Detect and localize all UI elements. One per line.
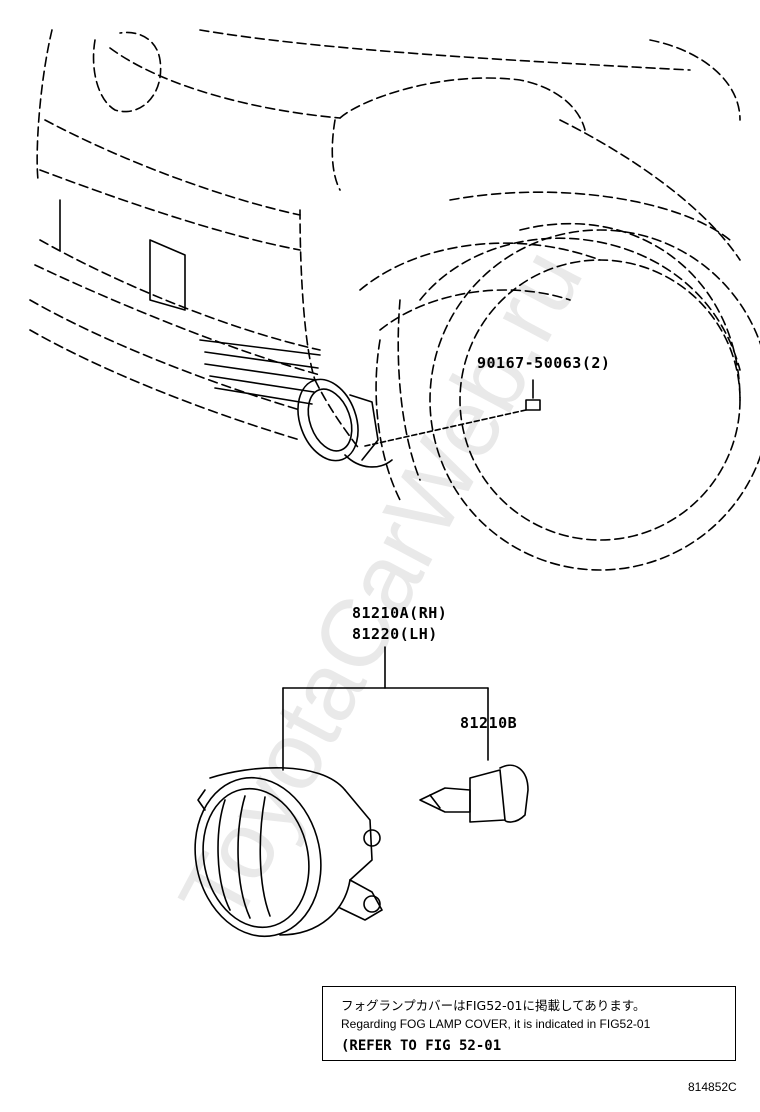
figure-id: 814852C — [688, 1080, 737, 1094]
label-bolt-90167: 90167-50063(2) — [477, 354, 611, 372]
front-wheel — [429, 229, 760, 571]
note-reference: (REFER TO FIG 52-01 — [341, 1038, 502, 1054]
label-bulb-81210B: 81210B — [460, 714, 518, 732]
bulb-81210B — [419, 764, 529, 823]
note-box: フォグランプカバーはFIG52-01に掲載してあります。 Regarding F… — [322, 986, 736, 1061]
fog-lamp-unit — [194, 766, 383, 938]
label-fog-lamp-lh: 81220(LH) — [352, 625, 438, 643]
label-fog-lamp-rh: 81210A(RH) — [352, 604, 448, 622]
note-english: Regarding FOG LAMP COVER, it is indicate… — [341, 1017, 651, 1031]
note-japanese: フォグランプカバーはFIG52-01に掲載してあります。 — [341, 998, 646, 1013]
bolt-90167 — [364, 379, 541, 447]
car-front-outline — [29, 29, 741, 501]
bumper-grille — [59, 199, 321, 405]
callout-lines — [282, 646, 489, 771]
installed-fog-lamp — [297, 378, 393, 468]
